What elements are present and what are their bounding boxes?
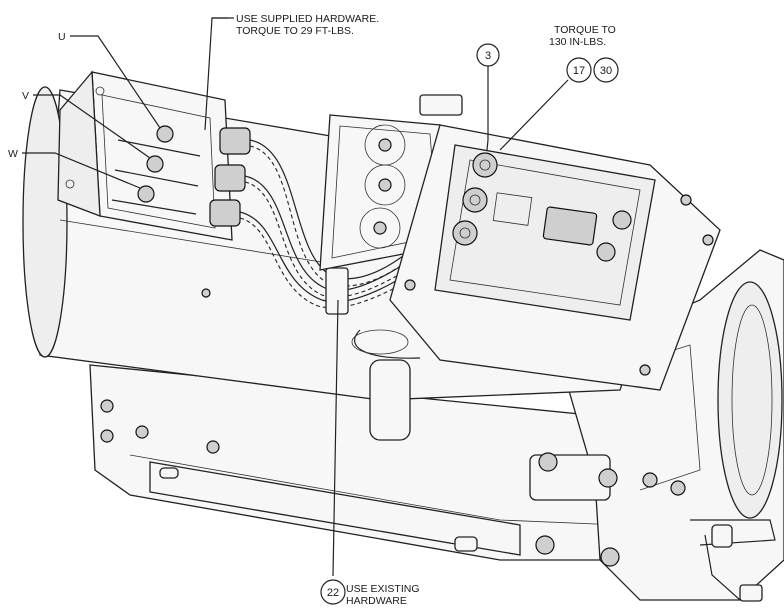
leader-lines xyxy=(22,17,569,577)
balloon-17-text: 17 xyxy=(573,65,585,77)
phase-v-label: V xyxy=(22,90,29,102)
hardware-note-line1: USE SUPPLIED HARDWARE. xyxy=(236,13,379,25)
existing-note-line2: HARDWARE xyxy=(346,595,407,607)
item-balloons: 3 17 30 22 xyxy=(320,43,619,605)
terminal-box xyxy=(57,70,233,241)
balloon-22-text: 22 xyxy=(327,587,339,599)
existing-note-line1: USE EXISTING xyxy=(346,583,420,595)
balloon-3-text: 3 xyxy=(485,50,491,62)
mounting-plate xyxy=(89,364,651,561)
cable-glands xyxy=(209,127,251,227)
balloon-22: 22 xyxy=(320,579,346,605)
callout-texts: U V W USE SUPPLIED HARDWARE. TORQUE TO 2… xyxy=(8,13,616,607)
balloon-30: 30 xyxy=(593,57,619,83)
hardware-note-line2: TORQUE TO 29 FT-LBS. xyxy=(236,25,354,37)
motor-controller xyxy=(389,124,721,391)
phase-u-label: U xyxy=(58,31,66,43)
controller-terminals xyxy=(452,152,498,246)
balloon-30-text: 30 xyxy=(600,65,612,77)
torque-note-line2: 130 IN-LBS. xyxy=(549,36,606,48)
phase-w-label: W xyxy=(8,148,18,160)
balloon-17: 17 xyxy=(566,57,592,83)
balloon-3: 3 xyxy=(476,43,500,67)
torque-note-line1: TORQUE TO xyxy=(554,24,616,36)
